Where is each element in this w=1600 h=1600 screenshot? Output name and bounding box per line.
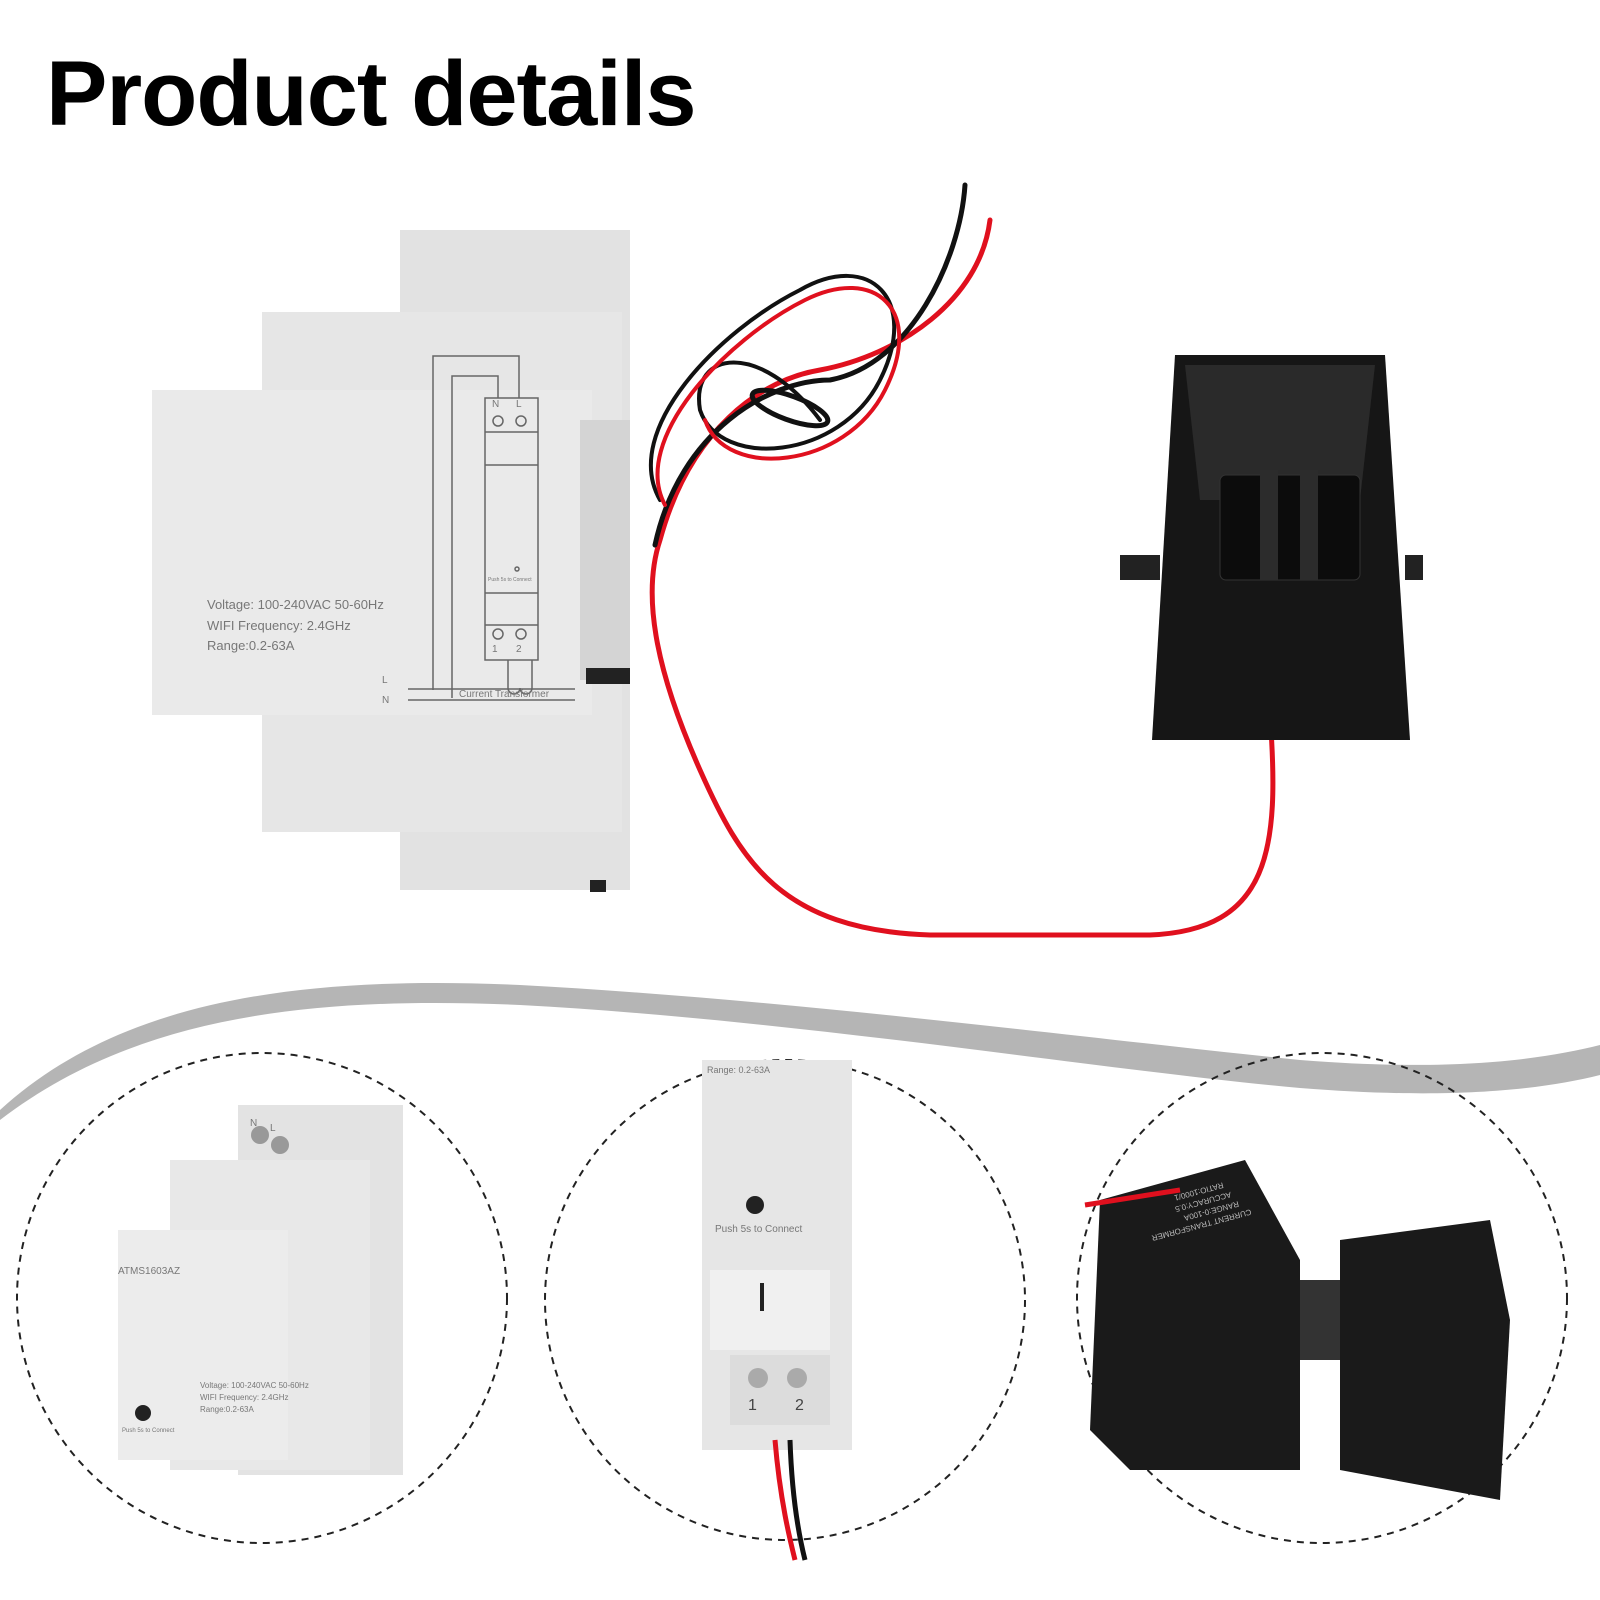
sensor-cable [648,182,1276,938]
ct-diagram-label: Current Transformer [459,689,550,700]
page-title: Product details [46,43,697,145]
spec-range: Range:0.2-63A [207,638,295,653]
decorative-swoosh [0,982,1600,1120]
label-text: Voltage: 100-240VAC 50-60Hz [200,1381,309,1390]
push-button-label: Push 5s to Connect [488,577,532,583]
energy-meter-device: Voltage: 100-240VAC 50-60Hz WIFI Frequen… [152,230,630,892]
label-text: N [382,695,389,706]
label-text: 1 [492,644,498,655]
detail-device-closeup: Range: 0.2-63A Push 5s to Connect 1 2 [702,1060,852,1561]
label-text: 2 [795,1397,804,1414]
label-text: L [382,675,388,686]
spec-voltage: Voltage: 100-240VAC 50-60Hz [207,597,384,612]
current-transformer-clamp [1120,355,1423,740]
model-number: ATMS1603AZ [118,1266,180,1277]
label-text: WIFI Frequency: 2.4GHz [200,1393,288,1402]
spec-wifi: WIFI Frequency: 2.4GHz [207,618,351,633]
label-text: N [250,1118,257,1129]
detail-circle-3 [1076,1052,1568,1544]
label-text: 2 [516,644,522,655]
label-text: 1 [748,1397,757,1414]
label-text: L [516,399,522,410]
detail-circle-1 [16,1052,508,1544]
label-text: L [270,1123,276,1134]
detail-ct-open: CURRENT TRANSFORMER RANGE:0-100A ACCURAC… [1084,1160,1510,1500]
label-text: Push 5s to Connect [715,1224,802,1235]
label-text: N [492,399,499,410]
label-text: Range: 0.2-63A [707,1065,770,1075]
detail-circle-2 [544,1059,1026,1541]
label-text: Range:0.2-63A [200,1405,254,1414]
detail-device-angled: ATMS1603AZ Voltage: 100-240VAC 50-60Hz W… [118,1105,403,1475]
label-text: Push 5s to Connect [122,1428,175,1434]
